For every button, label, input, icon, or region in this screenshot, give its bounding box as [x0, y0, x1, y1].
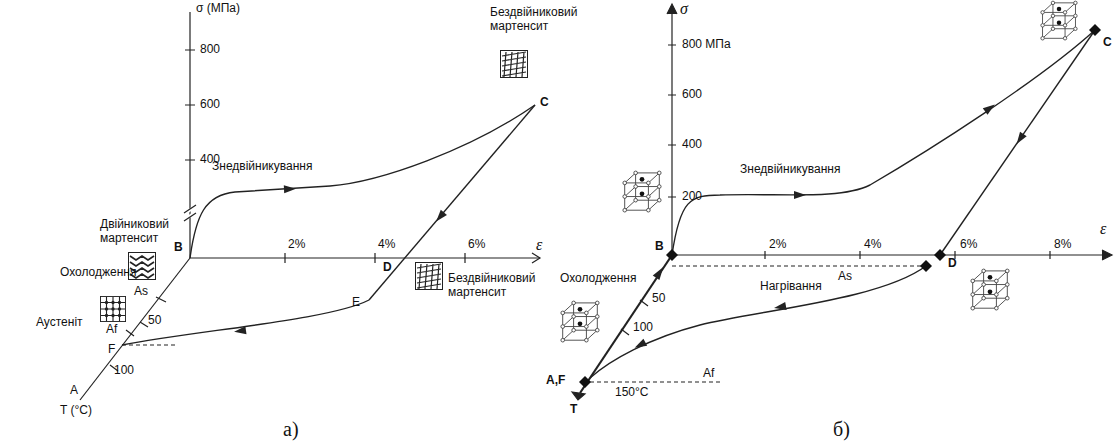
point-label: C [1103, 36, 1112, 50]
point-label: B [655, 240, 664, 254]
process-label: Охолодження [60, 266, 136, 280]
temperature-label: As [134, 285, 148, 299]
point-label: B [174, 241, 183, 255]
curve-label: Знедвійникування [212, 160, 312, 174]
panel-caption: б) [833, 418, 850, 441]
phase-label: Двійниковий мартенсит [100, 218, 200, 246]
tick-value: 600 [682, 88, 702, 102]
tick-value: 4% [378, 238, 395, 252]
temperature-label: Af [703, 367, 714, 381]
phase-label: Бездвійниковий мартенсит [448, 272, 558, 300]
point-label: A,F [546, 374, 565, 388]
curve-label: Знедвійникування [740, 163, 840, 177]
process-label: Нагрівання [760, 280, 822, 294]
tick-value: 50 [148, 314, 161, 328]
tick-value: 400 [682, 138, 702, 152]
phase-label: Аустеніт [36, 316, 83, 330]
tick-value: 2% [288, 238, 305, 252]
point-label: F [108, 343, 115, 357]
point-label: D [383, 261, 392, 275]
point-label: A [70, 384, 78, 398]
axis-title: T (°C) [60, 404, 92, 418]
point-label: C [540, 96, 549, 110]
tick-value: 800 МПа [682, 38, 731, 52]
tick-value: 8% [1054, 238, 1071, 252]
phase-label: Бездвійниковий мартенсит [490, 6, 600, 34]
temperature-label: Af [106, 323, 117, 337]
tick-value: 6% [468, 238, 485, 252]
panel-caption: а) [283, 418, 299, 441]
tick-value: 200 [682, 190, 702, 204]
temperature-label: 150°C [615, 386, 649, 400]
tick-value: 2% [769, 238, 786, 252]
temperature-label: As [838, 270, 852, 284]
axis-title: ε [536, 236, 542, 254]
point-label: D [948, 257, 957, 271]
tick-value: 6% [960, 238, 977, 252]
tick-value: 4% [864, 238, 881, 252]
tick-value: 50 [652, 292, 665, 306]
axis-title: T [570, 403, 577, 417]
axis-title: ε [1100, 220, 1106, 238]
tick-value: 800 [200, 43, 220, 57]
point-label: E [352, 296, 360, 310]
axis-title: σ (МПа) [196, 2, 240, 16]
process-label: Охолодження [560, 272, 636, 286]
tick-value: 100 [633, 321, 653, 335]
tick-value: 100 [114, 364, 134, 378]
axis-title: σ [680, 0, 688, 18]
tick-value: 600 [200, 98, 220, 112]
